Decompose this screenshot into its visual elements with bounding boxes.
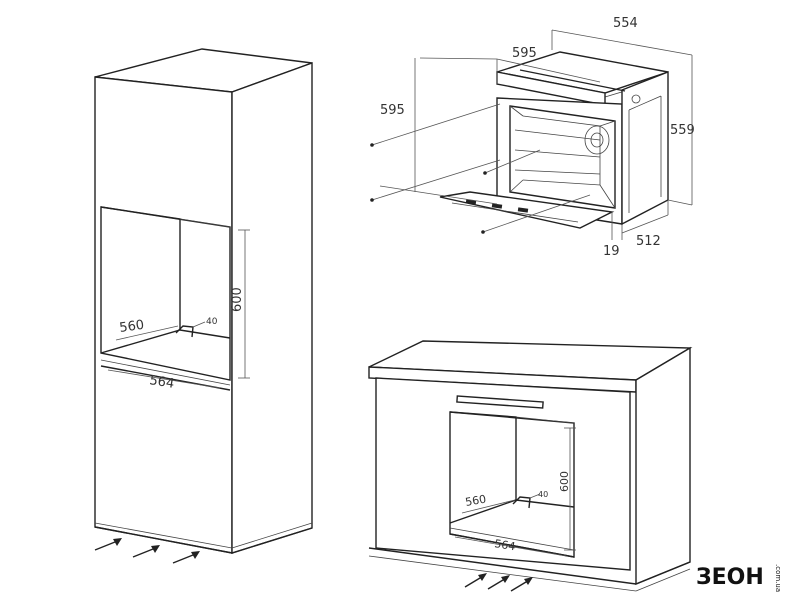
tall-niche-height-label: 600	[230, 287, 245, 312]
brand-logo: ЗЕОН .com.ua	[696, 564, 782, 592]
oven-height-label: 595	[380, 103, 405, 118]
logo-suffix-text: .com.ua	[774, 564, 782, 592]
tall-niche-width-label: 560	[118, 318, 145, 336]
oven-diagram: 554 595 595 559 512 19	[370, 16, 695, 259]
base-cabinet: 600 560 40 564	[368, 340, 693, 592]
oven-depth-side-label: 559	[670, 123, 695, 138]
oven-width-front-label: 595	[512, 46, 537, 61]
base-airflow-arrows	[464, 573, 533, 592]
tall-cabinet: 600 560 40 564	[94, 48, 313, 564]
airflow-arrows	[94, 538, 200, 564]
tall-vent-gap-label: 40	[206, 317, 218, 327]
oven-door-thickness-label: 19	[603, 244, 620, 259]
base-vent-gap-label: 40	[538, 490, 548, 499]
base-niche-height-label: 600	[558, 471, 571, 492]
tall-niche-bottom-width-label: 564	[148, 373, 175, 392]
oven-width-top-label: 554	[613, 16, 638, 31]
base-niche-width-label: 560	[464, 493, 487, 509]
logo-brand-text: ЗЕОН	[696, 565, 764, 590]
oven-depth-body-label: 512	[636, 234, 661, 249]
base-niche-bottom-width-label: 564	[494, 537, 517, 553]
